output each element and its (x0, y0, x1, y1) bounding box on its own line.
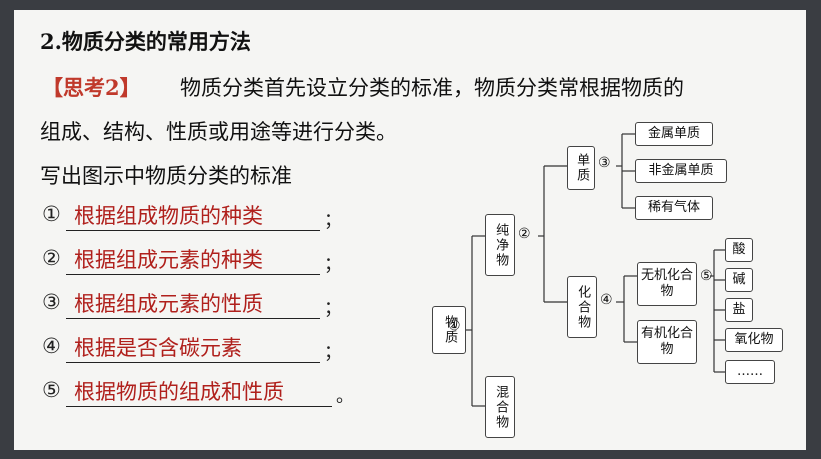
prompt-text: 写出图示中物质分类的标准 (40, 164, 292, 188)
answer-underline (66, 362, 320, 363)
node-organic-compound: 有机化合物 (637, 320, 697, 364)
answer-punctuation: 。 (336, 386, 354, 407)
answer-text: 根据物质的组成和性质 (74, 380, 284, 404)
node-compound: 化合物 (567, 276, 597, 338)
answer-number: ④ (42, 334, 61, 358)
answer-text: 根据组成物质的种类 (74, 204, 263, 228)
answer-number: ⑤ (42, 378, 61, 402)
think-tag: 【思考2】 (42, 75, 141, 100)
node-nonmetal-element: 非金属单质 (635, 159, 727, 183)
node-oxide: 氧化物 (725, 328, 783, 352)
node-inorganic-compound: 无机化合物 (637, 262, 697, 306)
node-simple-substance: 单质 (567, 146, 595, 190)
slide: 2.物质分类的常用方法 【思考2】 物质分类首先设立分类的标准，物质分类常根据物… (14, 10, 806, 450)
node-acid: 酸 (725, 238, 753, 262)
answer-text: 根据是否含碳元素 (74, 336, 242, 360)
classification-diagram: 物质 ① 纯净物 ② 混合物 单质 ③ 化合物 ④ 金属单质 非金属单质 稀有气… (412, 106, 792, 446)
answer-punctuation: ； (324, 254, 342, 275)
answer-text: 根据组成元素的种类 (74, 248, 263, 272)
answer-underline (66, 406, 332, 407)
answer-number: ② (42, 246, 61, 270)
node-metal-element: 金属单质 (635, 122, 713, 146)
answer-text: 根据组成元素的性质 (74, 292, 263, 316)
node-salt: 盐 (725, 298, 753, 322)
marker-2: ② (518, 226, 531, 242)
answer-number: ① (42, 202, 61, 226)
answer-underline (66, 230, 320, 231)
marker-5: ⑤ (700, 268, 713, 284)
marker-3: ③ (598, 155, 611, 171)
answer-punctuation: ； (324, 298, 342, 319)
node-mixture: 混合物 (485, 376, 515, 438)
answer-number: ③ (42, 290, 61, 314)
answer-underline (66, 318, 320, 319)
node-substance: 物质 (432, 306, 466, 354)
think-text-line1: 物质分类首先设立分类的标准，物质分类常根据物质的 (180, 76, 684, 100)
answer-punctuation: ； (324, 210, 342, 231)
node-base: 碱 (725, 268, 753, 292)
answer-punctuation: ； (324, 342, 342, 363)
diagram-connectors (466, 133, 725, 407)
node-pure-substance: 纯净物 (485, 214, 515, 276)
node-more: …… (725, 360, 775, 384)
marker-1: ① (448, 318, 461, 334)
marker-4: ④ (600, 292, 613, 308)
section-heading: 2.物质分类的常用方法 (40, 29, 251, 54)
answer-underline (66, 274, 320, 275)
node-noble-gas: 稀有气体 (635, 196, 713, 220)
think-text-line2: 组成、结构、性质或用途等进行分类。 (40, 120, 397, 144)
